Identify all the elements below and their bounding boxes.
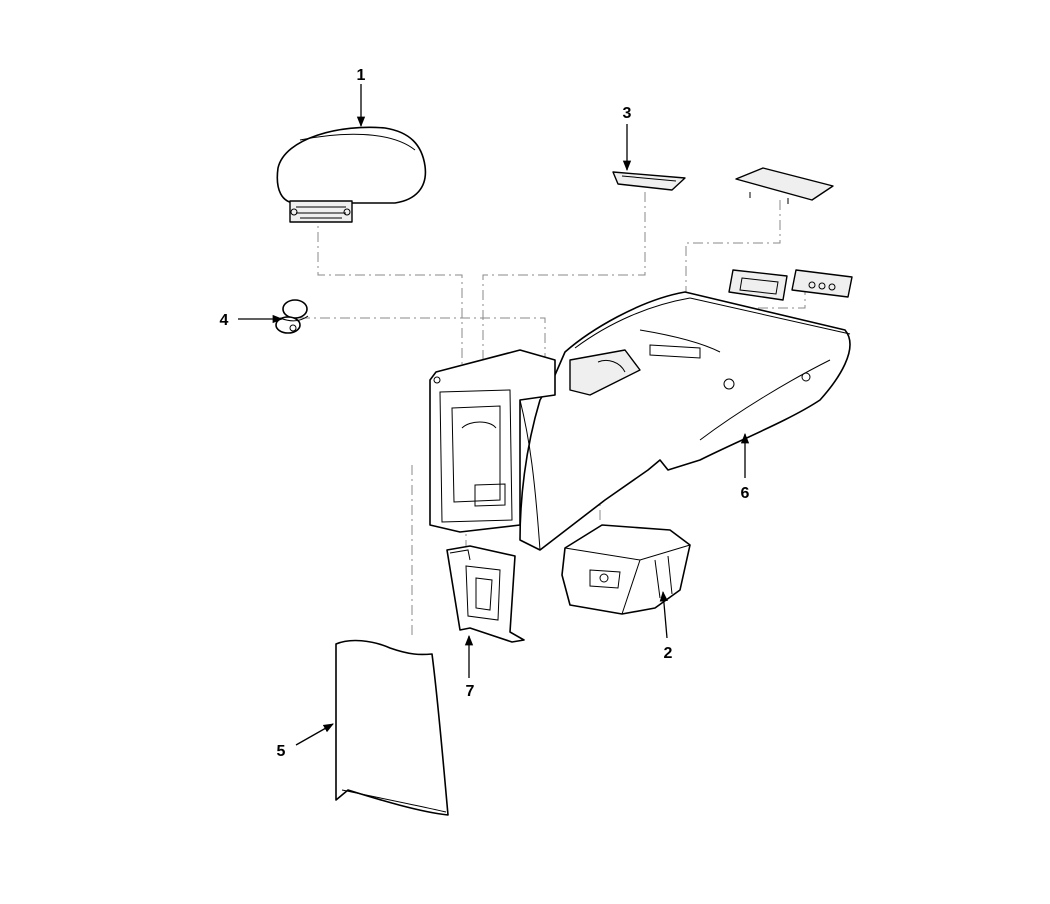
part-rear-frame (429, 349, 556, 551)
part-clip (275, 299, 309, 334)
part-front-panel (335, 639, 449, 816)
part-console-body (519, 291, 851, 551)
part-switch-panels (728, 269, 853, 301)
callout-5: 5 (277, 743, 286, 760)
part-armrest (276, 126, 427, 223)
callout-1: 1 (357, 67, 366, 84)
part-bracket (446, 545, 525, 643)
part-storage-box (561, 524, 691, 615)
callout-3: 3 (623, 105, 632, 122)
part-upper-cover-plate (735, 167, 834, 204)
callout-6: 6 (741, 485, 750, 502)
callout-arrows (238, 84, 750, 746)
part-small-cover (612, 171, 686, 191)
callout-2: 2 (664, 645, 673, 662)
callout-labels: 1 2 3 4 5 6 7 (220, 67, 750, 760)
callout-7: 7 (466, 683, 475, 700)
callout-4: 4 (220, 312, 229, 329)
